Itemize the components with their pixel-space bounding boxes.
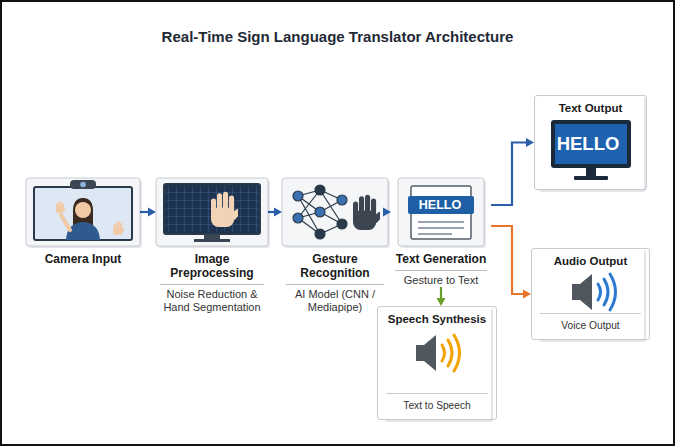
connector-line (491, 226, 524, 294)
step-label: Camera Input (26, 253, 140, 267)
process-step: HELLO Text GenerationGesture to Text (391, 178, 491, 287)
connector (268, 208, 282, 217)
speaker-icon (416, 335, 460, 371)
separator-line (540, 313, 641, 314)
arrowhead (148, 208, 156, 217)
icon-frame (156, 178, 268, 246)
connector-line (440, 287, 442, 299)
output-card: Audio OutputVoice Output (531, 248, 650, 340)
step-detail: AI Model (CNN / Mediapipe) (282, 288, 388, 314)
hand-icon (353, 195, 384, 230)
speaker-icon (572, 274, 616, 310)
icon-frame: HELLO (391, 178, 491, 246)
monitor-illustration (551, 120, 631, 180)
connector-line (491, 143, 527, 206)
connector (491, 226, 531, 299)
neural-network-illustration (293, 185, 347, 239)
connector (491, 138, 534, 205)
connector (437, 287, 446, 306)
arrowhead (523, 290, 531, 299)
step-label: Image Preprocessing (156, 253, 268, 281)
document-illustration (408, 186, 474, 239)
process-step: Gesture Recognition AI Model (CNN / Media… (282, 178, 388, 314)
connector-line (268, 211, 275, 213)
connector (383, 208, 391, 217)
step-detail: Gesture to Text (391, 274, 491, 287)
card-detail: Text to Speech (378, 400, 496, 411)
icon-frame (26, 178, 140, 246)
step-label: Gesture Recognition (282, 253, 388, 281)
step-label: Text Generation (391, 253, 491, 267)
separator-line (286, 284, 384, 285)
card-title: Audio Output (532, 255, 649, 267)
card-detail: Voice Output (532, 320, 649, 331)
output-card: Speech SynthesisText to Speech (377, 306, 497, 420)
step-detail: Noise Reduction & Hand Segmentation (156, 288, 268, 314)
output-card: Text OutputHELLO (534, 95, 647, 190)
card-title: Speech Synthesis (378, 313, 496, 325)
connector (140, 208, 156, 217)
diagram-title: Real-Time Sign Language Translator Archi… (0, 28, 675, 45)
arrowhead (526, 138, 534, 147)
process-step: Camera Input (26, 178, 140, 267)
connector-line (140, 211, 149, 213)
icon-frames (26, 178, 486, 248)
camera-illustration (34, 180, 132, 240)
separator-line (160, 284, 264, 285)
screen-text: HELLO (552, 124, 624, 164)
icon-frame (282, 178, 388, 246)
card-title: Text Output (535, 102, 646, 114)
preprocessing-illustration (164, 184, 260, 242)
separator-line (386, 393, 488, 394)
separator-line (395, 270, 487, 271)
screen-text: HELLO (407, 196, 473, 214)
arrowhead (274, 208, 282, 217)
arrowhead (383, 208, 391, 217)
process-step: Image PreprocessingNoise Reduction & Han… (156, 178, 268, 314)
arrowhead (437, 298, 446, 306)
